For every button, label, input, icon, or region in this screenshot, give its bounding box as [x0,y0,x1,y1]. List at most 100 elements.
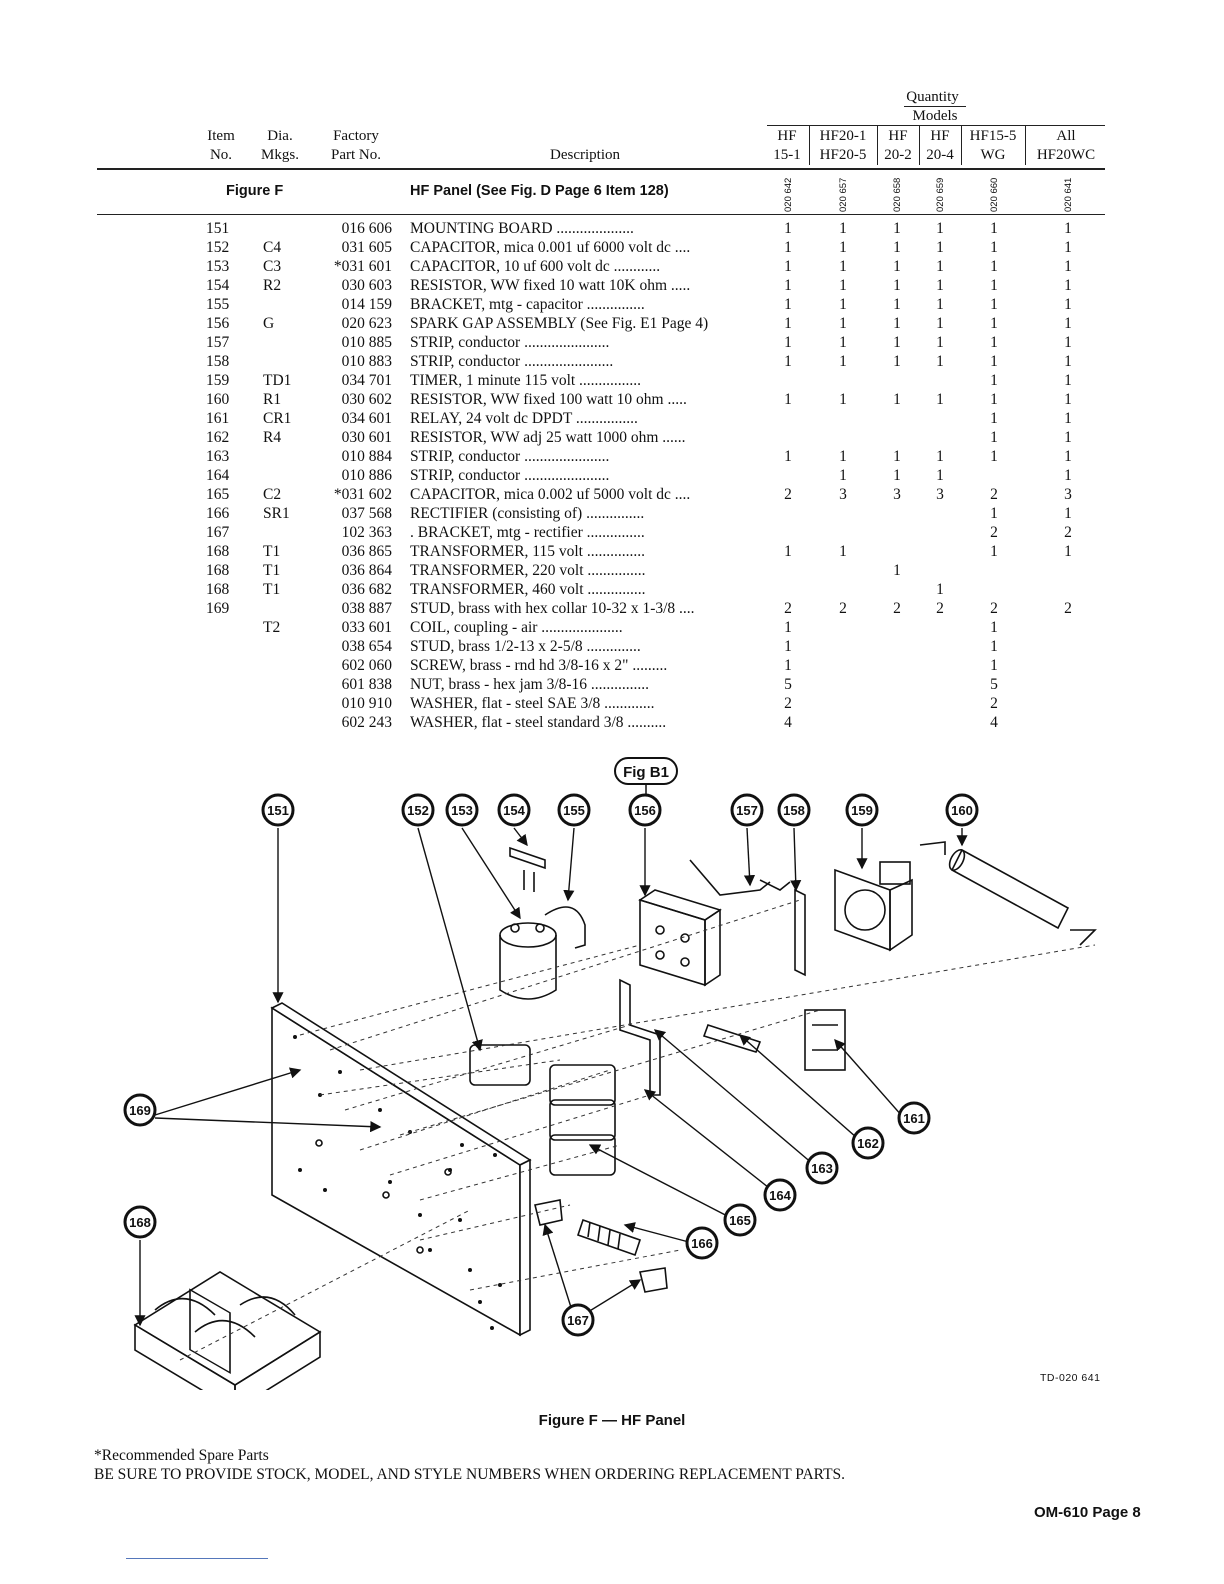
part-number: 036 864 [341,562,392,579]
model-divider [877,125,878,165]
quantity-cell: 1 [784,220,792,237]
quantity-cell: 1 [893,296,901,313]
drawing-code: TD-020 641 [1040,1372,1101,1384]
part-number: 034 601 [341,410,392,427]
quantity-cell: 1 [893,315,901,332]
quantity-cell: 1 [893,277,901,294]
callout-label: 152 [407,803,429,818]
quantity-cell: 1 [839,467,847,484]
quantity-cell: 1 [784,543,792,560]
bracket-drawing [544,906,586,949]
quantity-cell: 1 [839,258,847,275]
part-description: NUT, brass - hex jam 3/8-16 ............… [410,676,650,693]
col-part-line1: Factory [333,128,379,144]
callout-label: 166 [691,1236,713,1251]
models-label: Models [912,108,958,124]
quantity-cell: 1 [936,467,944,484]
quantity-cell: 1 [1064,429,1072,446]
quantity-cell: 1 [936,581,944,598]
callout-label: 163 [811,1161,833,1176]
part-number: 036 865 [341,543,392,560]
part-description: STRIP, conductor ...................... [410,448,610,465]
callout-circle [445,793,479,827]
callout-label: 153 [451,803,473,818]
diagram-marking: CR1 [263,410,292,427]
quantity-cell: 1 [1064,277,1072,294]
part-number: 030 603 [341,277,392,294]
item-number: 169 [206,600,230,617]
quantity-cell: 1 [893,467,901,484]
col-item-line1: Item [207,128,235,144]
callout-label: 167 [567,1313,589,1328]
rectifier-bracket-drawing [639,1267,668,1293]
quantity-cell: 1 [784,296,792,313]
part-description: STUD, brass with hex collar 10-32 x 1-3/… [410,600,695,617]
relay-drawing [804,1009,846,1071]
quantity-cell: 2 [784,695,792,712]
quantity-cell: 1 [1064,315,1072,332]
quantity-cell: 1 [1064,505,1072,522]
quantity-cell: 1 [990,315,998,332]
quantity-cell: 1 [990,239,998,256]
part-description: MOUNTING BOARD .................... [410,220,634,237]
quantity-cell: 5 [784,676,792,693]
quantity-cell: 1 [893,334,901,351]
part-description: TRANSFORMER, 220 volt ............... [410,562,646,579]
timer-drawing [834,861,913,952]
item-number: 168 [206,543,230,560]
model-1-line1: HF20-1 [819,128,867,144]
quantity-cell: 1 [990,334,998,351]
quantity-cell: 1 [990,505,998,522]
callout-label: 151 [267,803,289,818]
fig-b1-label: Fig B1 [623,764,669,781]
callout-circle [628,793,662,827]
part-number: *031 602 [333,486,392,503]
callout-label: 169 [129,1103,151,1118]
part-number: 030 602 [341,391,392,408]
part-number: 602 060 [341,657,392,674]
diagram-marking: T2 [263,619,281,636]
quantity-cell: 1 [1064,334,1072,351]
model-0-line1: HF [777,128,797,144]
model-5-line1: All [1056,128,1076,144]
quantity-cell: 5 [990,676,998,693]
fig-b1-tag: Fig B1 [614,757,678,794]
quantity-cell: 1 [784,619,792,636]
model-divider [809,125,810,165]
quantity-cell: 1 [839,239,847,256]
quantity-label: Quantity [906,89,959,105]
mica-capacitors-drawing [469,1044,616,1176]
quantity-cell: 1 [990,448,998,465]
part-description: RECTIFIER (consisting of) ..............… [410,505,645,522]
callout-label: 158 [783,803,805,818]
resistor-adjustable-drawing [702,1023,762,1053]
quantity-cell: 1 [784,277,792,294]
item-number: 166 [206,505,230,522]
part-description: RELAY, 24 volt dc DPDT ................ [410,410,638,427]
quantity-cell: 1 [936,448,944,465]
transformer-drawing [133,1271,322,1390]
part-number: 031 605 [341,239,392,256]
quantity-cell: 1 [990,410,998,427]
quantity-cell: 1 [784,448,792,465]
item-number: 167 [206,524,230,541]
part-number: 033 601 [341,619,392,636]
callout-circle [777,793,811,827]
quantity-cell: 1 [839,220,847,237]
rule-quantity [904,106,966,107]
quantity-cell: 1 [839,334,847,351]
part-description: CAPACITOR, 10 uf 600 volt dc ...........… [410,258,661,275]
item-number: 153 [206,258,230,275]
diagram-marking: T1 [263,581,281,598]
quantity-cell: 1 [1064,258,1072,275]
callout-circle [685,1226,719,1260]
model-0-line2: 15-1 [773,147,801,163]
part-description: STRIP, conductor ...................... [410,334,610,351]
